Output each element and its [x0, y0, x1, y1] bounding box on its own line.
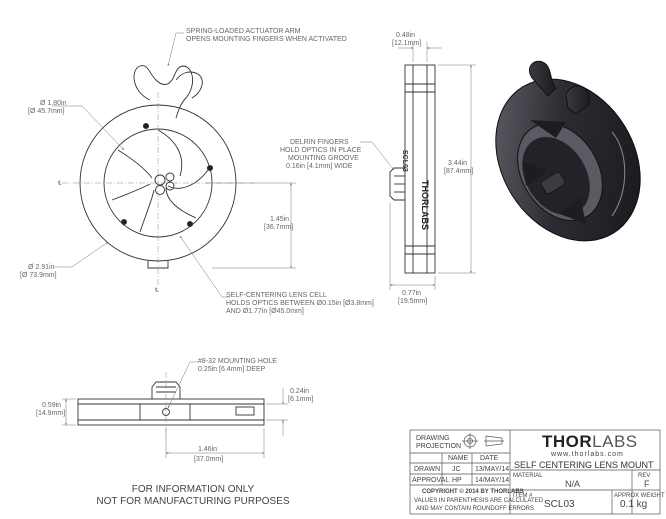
tb-copyright: COPYRIGHT © 2014 BY THORLABS	[422, 489, 524, 495]
dim-w-0-48-mm: [12.1mm]	[392, 40, 422, 47]
callout-mounting-hole-depth: 0.25in [6.4mm] DEEP	[198, 366, 266, 373]
callout-actuator-arm: SPRING-LOADED ACTUATOR ARM	[186, 28, 301, 35]
bottom-view	[77, 381, 265, 426]
tb-approval-date: 14/MAY/14	[475, 477, 510, 484]
tb-approval-name: HP	[452, 477, 462, 484]
dim-w-1-46-in: 1.46in	[198, 446, 218, 453]
dim-h-1-45-mm: [36.7mm]	[264, 224, 294, 231]
callout-lens-cell: SELF-CENTERING LENS CELL	[226, 292, 327, 299]
dim-w-0-48-in: 0.48in	[396, 32, 416, 39]
tb-drawing-projection-2: PROJECTION	[416, 443, 462, 450]
tb-item-value: SCL03	[544, 499, 575, 510]
callout-lens-cell-range-2: AND Ø1.77in [Ø45.0mm]	[226, 308, 304, 315]
dim-h-0-24-mm: [6.1mm]	[288, 396, 314, 403]
dim-dia-2-91-in: Ø 2.91in	[28, 264, 55, 271]
dim-h-0-59-in: 0.59in	[42, 402, 62, 409]
tb-drawn-date: 13/MAY/14	[475, 466, 510, 473]
dim-h-1-45-in: 1.45in	[270, 216, 290, 223]
dim-dia-2-91-mm: [Ø 73.9mm]	[20, 272, 57, 279]
side-engraving-model: SCL03	[401, 150, 408, 172]
tb-material-label: MATERIAL	[513, 473, 543, 479]
logo-labs: LABS	[592, 432, 638, 451]
svg-text:℄: ℄	[57, 181, 62, 187]
tb-col-name: NAME	[448, 455, 469, 462]
side-view	[389, 64, 436, 274]
dim-h-3-44-mm: [87.4mm]	[444, 168, 474, 175]
tb-rev-label: REV	[638, 473, 651, 479]
callout-delrin-width: 0.16in [4.1mm] WIDE	[286, 163, 353, 170]
tb-drawn-label: DRAWN	[414, 466, 441, 473]
dim-h-0-59-mm: [14.9mm]	[36, 410, 66, 417]
title-block	[409, 429, 661, 515]
callout-actuator-arm-detail: OPENS MOUNTING FINGERS WHEN ACTIVATED	[186, 36, 347, 43]
note-not-for-manufacturing: NOT FOR MANUFACTURING PURPOSES	[96, 496, 290, 507]
dim-w-0-77-in: 0.77in	[402, 290, 422, 297]
dim-w-0-77-mm: [19.5mm]	[398, 298, 428, 305]
dim-dia-1-80-mm: [Ø 45.7mm]	[28, 108, 65, 115]
tb-disclaimer-2: AND MAY CONTAIN ROUNDOFF ERRORS	[416, 506, 535, 512]
tb-drawing-projection-1: DRAWING	[416, 435, 450, 442]
dim-h-3-44-in: 3.44in	[448, 160, 468, 167]
callout-delrin-hold: HOLD OPTICS IN PLACE	[280, 147, 362, 154]
tb-product-title: SELF CENTERING LENS MOUNT	[514, 460, 654, 470]
tb-website: www.thorlabs.com	[551, 451, 624, 458]
dim-dia-1-80-in: Ø 1.80in	[40, 100, 67, 107]
dim-h-0-24-in: 0.24in	[290, 388, 310, 395]
svg-text:℄: ℄	[154, 288, 159, 294]
tb-weight-value: 0.1 kg	[620, 499, 648, 510]
tb-drawn-name: JC	[452, 466, 461, 473]
callout-mounting-hole: #8-32 MOUNTING HOLE	[198, 358, 277, 365]
callout-delrin-fingers: DELRIN FINGERS	[290, 139, 349, 146]
isometric-render	[495, 60, 641, 242]
dim-w-1-46-mm: [37.0mm]	[194, 456, 224, 463]
tb-weight-label: APPROX WEIGHT	[614, 493, 665, 499]
logo-thor: THOR	[542, 432, 593, 451]
callout-lens-cell-range: HOLDS OPTICS BETWEEN Ø0.15in [Ø3.8mm]	[226, 300, 374, 307]
tb-rev-value: F	[644, 479, 650, 489]
tb-col-date: DATE	[480, 455, 499, 462]
note-information-only: FOR INFORMATION ONLY	[131, 484, 255, 495]
thorlabs-logo: THORLABS	[542, 432, 638, 452]
tb-item-label: ITEM #	[513, 493, 533, 499]
callout-delrin-groove: MOUNTING GROOVE	[288, 155, 359, 162]
tb-material-value: N/A	[565, 479, 581, 489]
tb-disclaimer-1: VALUES IN PARENTHESIS ARE CALCULATED	[414, 498, 544, 504]
side-engraving-brand: THORLABS	[420, 180, 430, 230]
tb-approval-label: APPROVAL	[412, 477, 450, 484]
